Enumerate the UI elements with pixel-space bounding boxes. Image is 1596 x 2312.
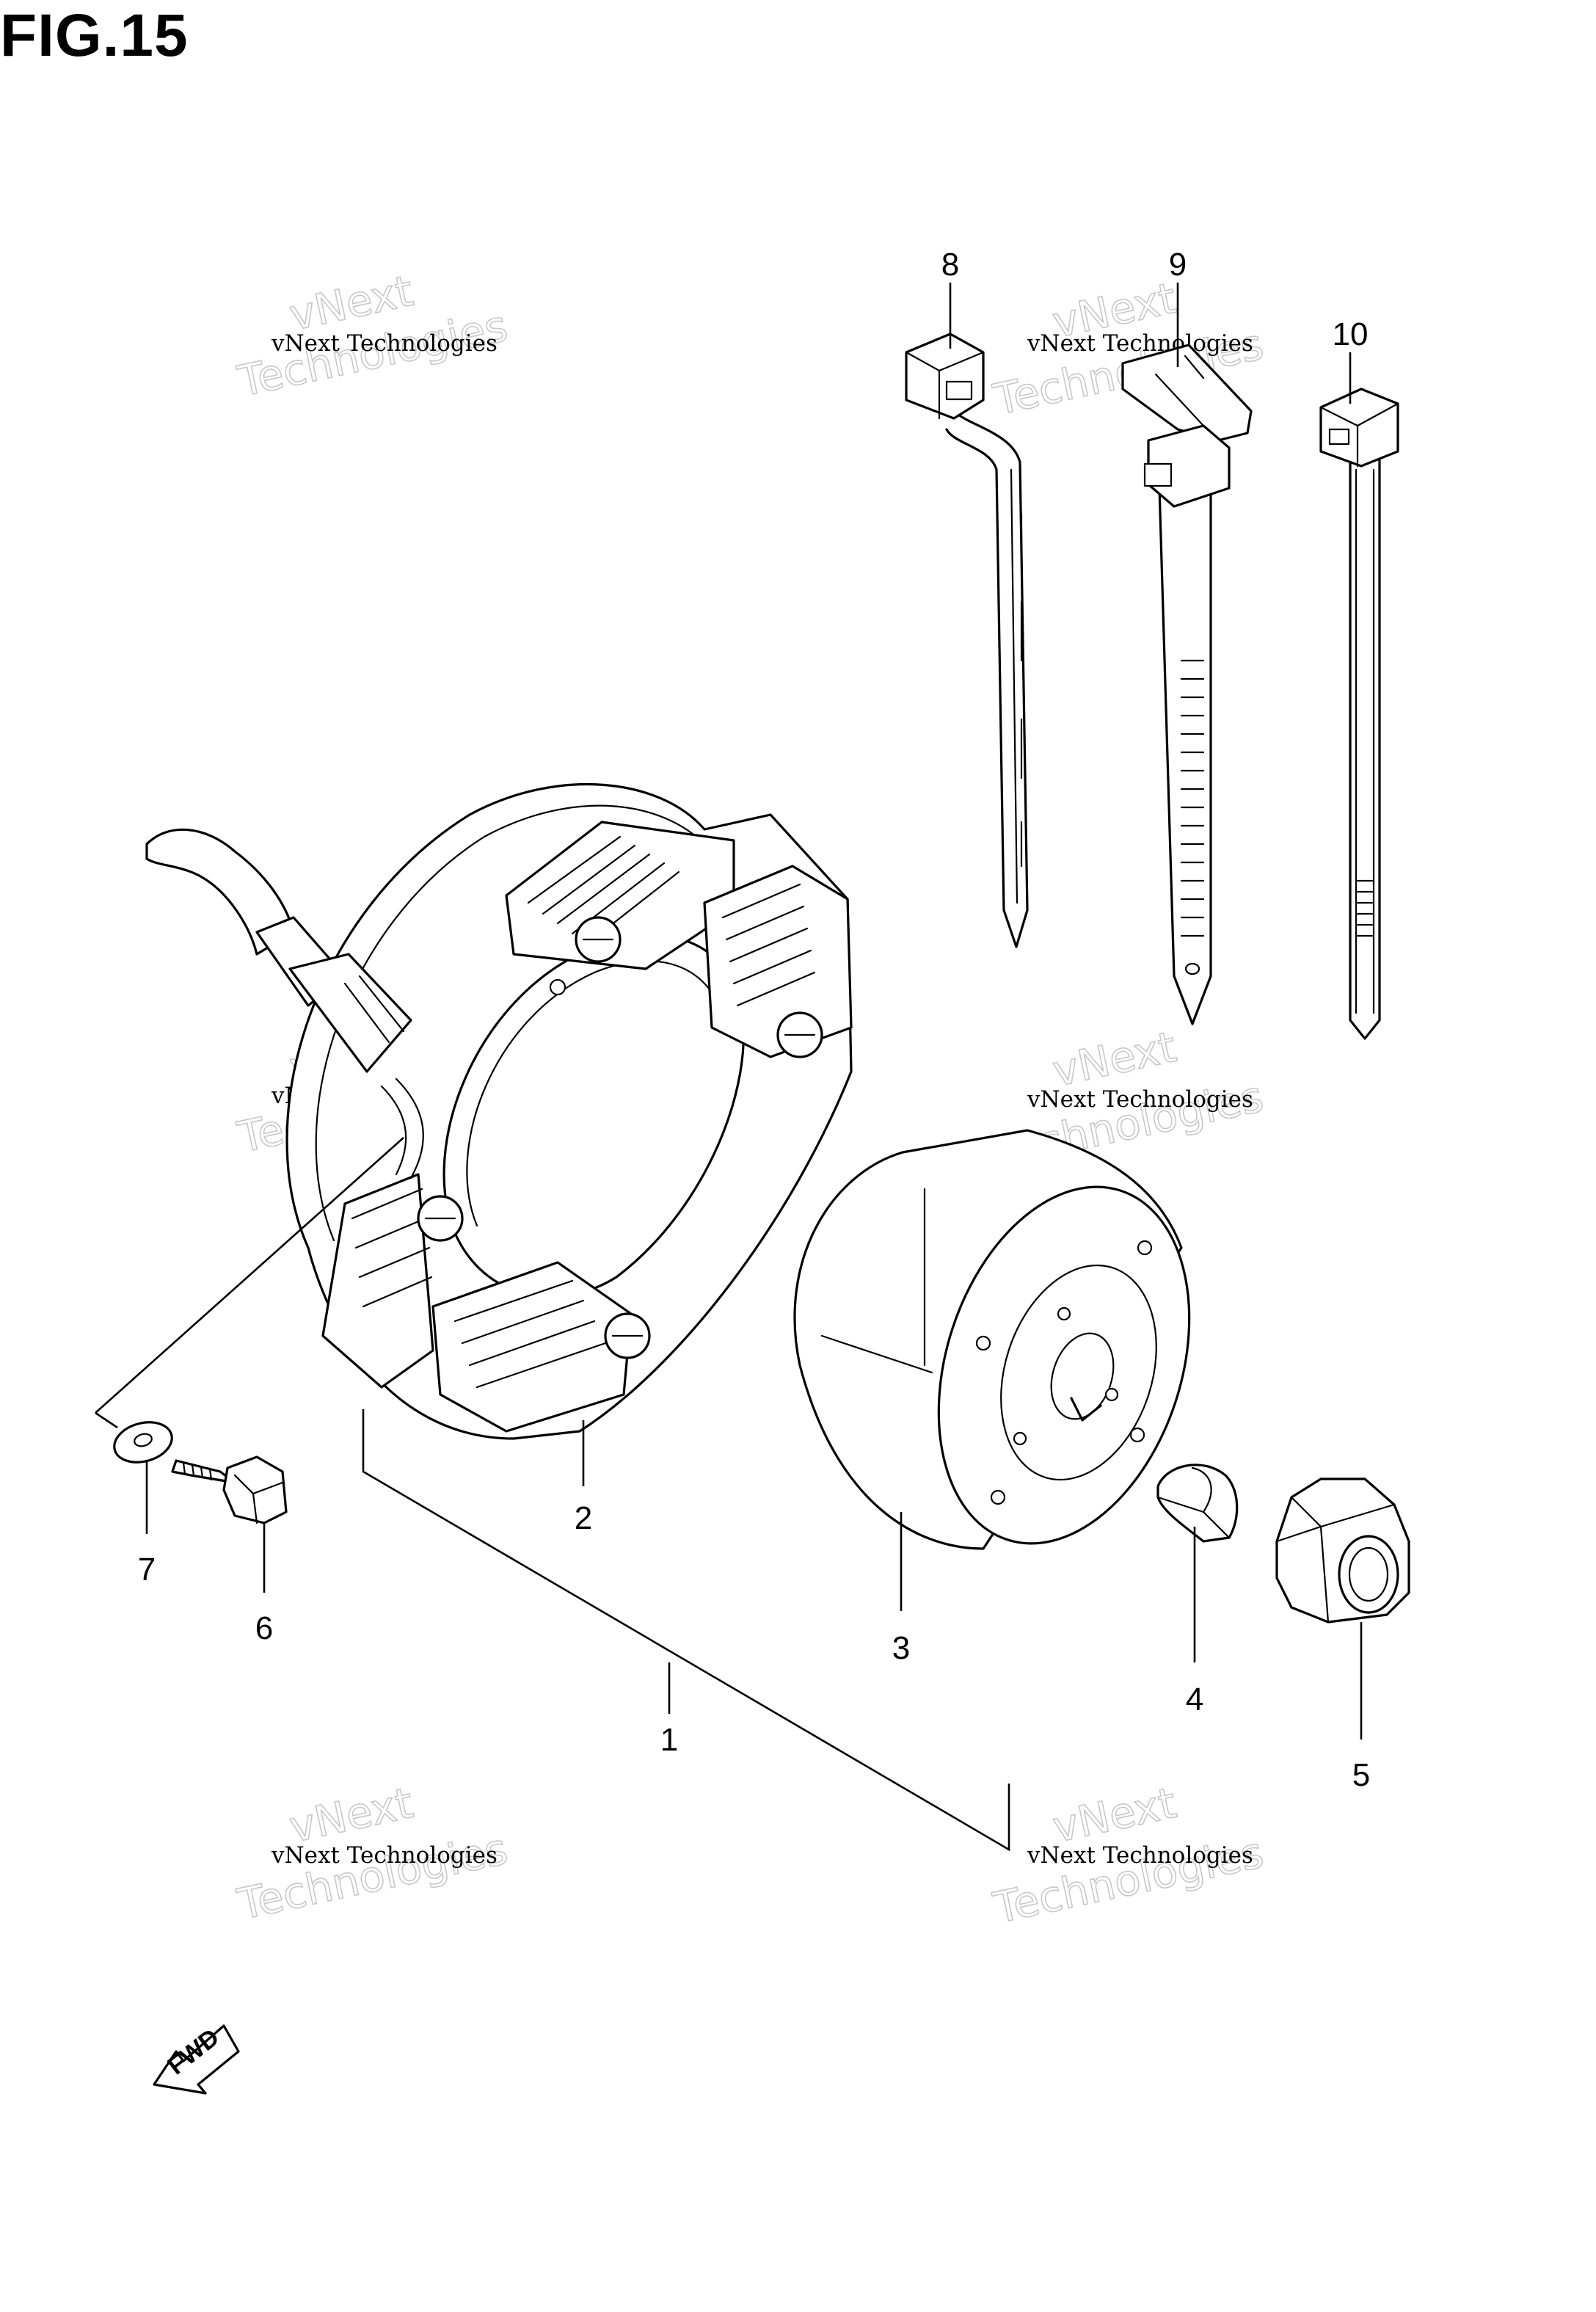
- part-4-key: [1156, 1464, 1239, 1543]
- part-5-nut: [1275, 1477, 1410, 1624]
- watermark-bottom-right: Technologies vNext vNext Technologies: [988, 1777, 1268, 1934]
- part-9-clamp-bracket: [1121, 343, 1253, 1025]
- watermark-big-2: vNext: [285, 1778, 418, 1853]
- figure-title: FIG.15: [0, 2, 189, 69]
- leader-lines: [95, 283, 1363, 1852]
- part-10-cable-tie: [1319, 388, 1399, 1040]
- callout-numbers: 1 2 3 4 5 6 7 8 9 10: [138, 247, 1370, 1793]
- fwd-arrow: FWD: [153, 2024, 240, 2095]
- watermark-big-1: Technologies: [233, 1824, 512, 1930]
- watermark-big-2: vNext: [1049, 1778, 1181, 1853]
- part-7-washer: [113, 1421, 173, 1464]
- bracket-1: [362, 1409, 1010, 1852]
- callout-3: 3: [892, 1630, 910, 1666]
- callout-4: 4: [1186, 1682, 1203, 1717]
- watermark-big-2: vNext: [1049, 1022, 1181, 1097]
- watermark-text: vNext Technologies: [1027, 330, 1253, 357]
- callout-6: 6: [255, 1610, 273, 1646]
- watermark-text: vNext Technologies: [1027, 1842, 1253, 1869]
- part-8-clamp-band: [905, 332, 1029, 948]
- watermark-top-left: Technologies vNext vNext Technologies: [233, 265, 512, 407]
- part-3-flywheel-rotor: [793, 1129, 1191, 1550]
- callout-2: 2: [575, 1500, 592, 1536]
- part-6-bolt: [171, 1455, 288, 1524]
- part-2-stator: [145, 782, 853, 1440]
- callout-10: 10: [1333, 316, 1369, 352]
- callout-8: 8: [941, 247, 959, 283]
- callout-5: 5: [1352, 1757, 1370, 1793]
- callout-7: 7: [138, 1552, 156, 1588]
- callout-9: 9: [1169, 247, 1187, 283]
- leader-7-to-stator: [95, 1137, 404, 1414]
- watermark-text: vNext Technologies: [271, 1842, 498, 1869]
- watermark-text: vNext Technologies: [271, 330, 498, 357]
- callout-1: 1: [660, 1722, 678, 1758]
- watermark-text: vNext Technologies: [1027, 1086, 1253, 1113]
- watermark-bottom-left: Technologies vNext vNext Technologies: [233, 1777, 512, 1930]
